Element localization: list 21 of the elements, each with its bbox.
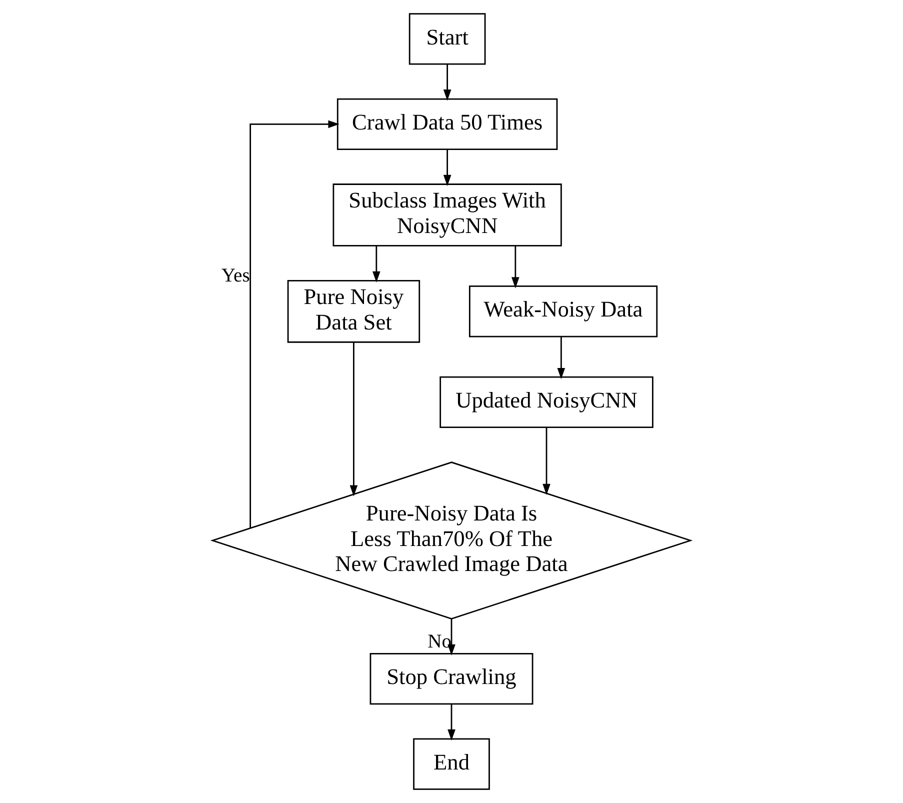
edge-label: Yes <box>221 266 250 286</box>
node-box: End <box>413 738 490 790</box>
arrow <box>443 64 452 101</box>
node-box: Crawl Data 50 Times <box>336 98 558 150</box>
node-diamond: Pure-Noisy Data Is Less Than70% Of The New Crawled Image Data <box>210 462 693 620</box>
node-box: Stop Crawling <box>370 652 534 705</box>
arrow <box>443 149 452 186</box>
arrow <box>542 428 550 496</box>
arrow <box>350 342 358 496</box>
arrow <box>372 246 380 283</box>
node-box: Pure Noisy Data Set <box>287 280 420 343</box>
arrow <box>250 120 340 528</box>
arrow <box>448 618 456 656</box>
arrow <box>557 336 566 380</box>
node-box: Subclass Images With NoisyCNN <box>332 184 562 246</box>
arrow <box>512 246 520 288</box>
edge-label: No <box>428 632 452 653</box>
node-box: Weak-Noisy Data <box>468 286 658 338</box>
node-box: Start <box>408 13 486 65</box>
node-box: Updated NoisyCNN <box>440 376 654 428</box>
arrow <box>448 704 456 741</box>
